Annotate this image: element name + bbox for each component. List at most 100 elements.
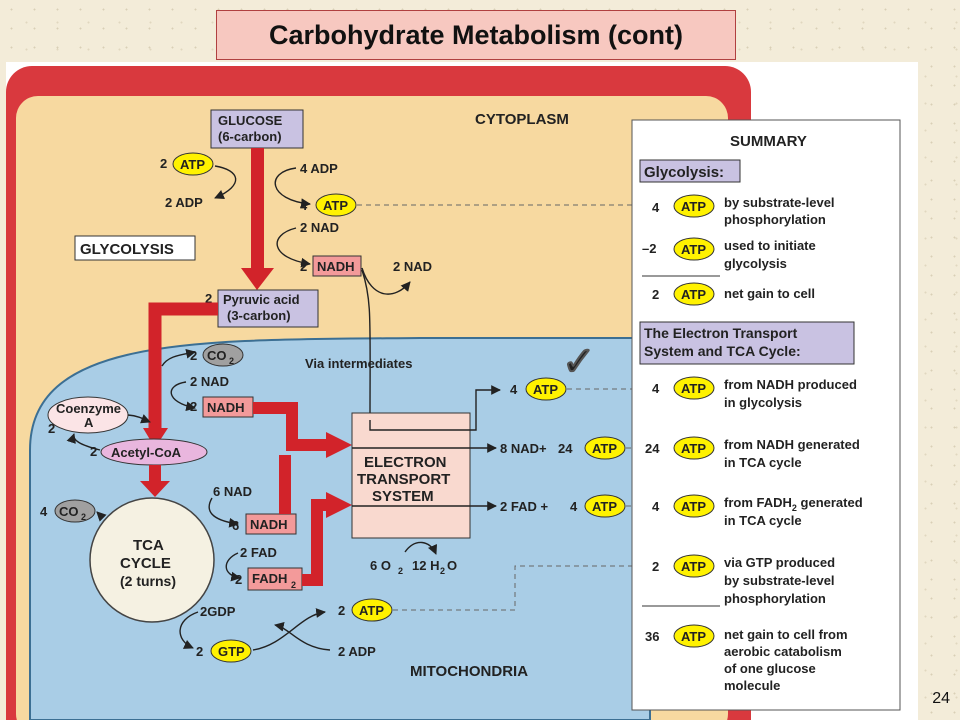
pyruvate-arrow-head [143, 428, 168, 448]
gtp-label: GTP [218, 644, 245, 659]
acetyl-coa-count: 2 [90, 444, 97, 459]
co2-subscript: 2 [229, 356, 234, 366]
gtp-count: 2 [196, 644, 203, 659]
oxygen-to-water-arrow [404, 541, 438, 555]
atp-pill [673, 436, 715, 460]
atp-pill-label: ATP [592, 441, 617, 456]
atp-pill [351, 598, 393, 622]
atp-pill-label: ATP [592, 499, 617, 514]
coenzyme-a-sublabel: A [84, 415, 94, 430]
summary-row-7-line3: of one glucose [724, 661, 816, 676]
adp-to-atp-arrow [274, 167, 311, 209]
nadh-tca-box [245, 513, 297, 535]
summary-row-5-line1-tail: generated [797, 495, 863, 510]
coenzyme-return-arrow [66, 433, 101, 451]
summary-glycolysis-header: Glycolysis: [644, 164, 724, 181]
co2-label: CO [59, 504, 79, 519]
tca-co2-count: 4 [40, 504, 48, 519]
atp-to-adp-arrow [214, 165, 237, 199]
slide-title-text: Carbohydrate Metabolism (cont) [268, 19, 684, 50]
glycolysis-label-box [74, 235, 196, 261]
ets-label-line1: ELECTRON [364, 454, 447, 471]
cytoplasm-label: CYTOPLASM [475, 111, 569, 128]
coenzyme-arrow [127, 414, 151, 424]
two-fad-plus-label: 2 FAD + [500, 499, 548, 514]
atp-pill-label: ATP [681, 499, 706, 514]
gdp-arrow [179, 611, 199, 649]
nad-mito-label: 2 NAD [190, 374, 229, 389]
via-intermediates-label: Via intermediates [305, 356, 412, 371]
nad-to-nadh-arrow [276, 227, 311, 268]
glucose-sublabel: (6-carbon) [218, 129, 282, 144]
atp-pill-label: ATP [681, 629, 706, 644]
summary-row-7-line4: molecule [724, 678, 780, 693]
oxygen-subscript: 2 [398, 566, 403, 576]
water-subscript: 2 [440, 566, 445, 576]
summary-row-6-line2: by substrate-level [724, 573, 835, 588]
co2-release-arrow [161, 348, 196, 367]
atp-pill [673, 282, 715, 306]
tca-co2-arrow [96, 511, 107, 522]
nadh-tca-label: NADH [250, 517, 288, 532]
atp-used-count: 2 [160, 156, 167, 171]
co2-pill [202, 343, 244, 367]
summary-row-4-line1: from NADH generated [724, 437, 860, 452]
tca-cycle-circle [89, 497, 215, 623]
slide-title: Carbohydrate Metabolism (cont) [216, 10, 736, 60]
summary-row-3-line1: from NADH produced [724, 377, 857, 392]
ets-label-line2: TRANSPORT [357, 471, 450, 488]
co2-pill [54, 499, 96, 523]
summary-row-0-number: 4 [652, 200, 660, 215]
nadh-count: 2 [300, 259, 307, 274]
atp-pill-label: ATP [323, 198, 348, 213]
glycolysis-label: GLYCOLYSIS [80, 241, 174, 258]
atp-pill [673, 194, 715, 218]
nadh-box [312, 255, 362, 277]
ets-atp-count: 4 [510, 382, 518, 397]
atp-pill-label: ATP [681, 199, 706, 214]
summary-row-0-line2: phosphorylation [724, 212, 826, 227]
summary-row-1-line2: glycolysis [724, 256, 787, 271]
adp-to-gtp-arrow [274, 621, 331, 651]
nadh-to-ets-arrowhead [326, 432, 352, 458]
tca-turns-label: (2 turns) [120, 573, 176, 589]
ets-to-atp-arrow [369, 385, 501, 431]
water-label: 12 H [412, 558, 439, 573]
pyruvic-acid-sublabel: (3-carbon) [227, 308, 291, 323]
summary-row-6-line3: phosphorylation [724, 591, 826, 606]
nad-input-label: 2 NAD [300, 220, 339, 235]
summary-row-0-line1: by substrate-level [724, 195, 835, 210]
glycolysis-header-box [639, 159, 741, 183]
check-mark-icon: ✓ [562, 340, 596, 384]
summary-ets-header-line1: The Electron Transport [644, 325, 798, 341]
summary-row-3-number: 4 [652, 381, 660, 396]
atp-pill-label: ATP [681, 242, 706, 257]
summary-row-1-line1: used to initiate [724, 238, 816, 253]
atp-pill [525, 377, 567, 401]
pyruvic-acid-label: Pyruvic acid [223, 292, 300, 307]
tca-cycle-label: CYCLE [120, 555, 171, 572]
acetyl-coa-label: Acetyl-CoA [111, 445, 182, 460]
tca-label: TCA [133, 537, 164, 554]
coenzyme-a-count: 2 [48, 421, 55, 436]
atp-pill [584, 436, 626, 460]
atp-pill [673, 624, 715, 648]
coenzyme-a-label: Coenzyme [56, 401, 121, 416]
six-nad-arrow [208, 497, 239, 528]
summary-row-1-number: –2 [642, 241, 656, 256]
four-atp-count: 4 [570, 499, 578, 514]
fadh2-label: FADH [252, 571, 287, 586]
summary-heading: SUMMARY [730, 133, 807, 150]
oxygen-label: 6 O [370, 558, 391, 573]
mitochondria-label: MITOCHONDRIA [410, 663, 528, 680]
summary-row-7-line1: net gain to cell from [724, 627, 848, 642]
atp-pill [673, 494, 715, 518]
atp-produced-count: 4 [300, 198, 308, 213]
nadh-mito-count: 2 [190, 399, 197, 414]
gdp-label: 2GDP [200, 604, 236, 619]
coenzyme-a-oval [47, 396, 129, 434]
atp-pill-label: ATP [359, 603, 384, 618]
twentyfour-atp-count: 24 [558, 441, 573, 456]
co2-label: CO [207, 348, 227, 363]
